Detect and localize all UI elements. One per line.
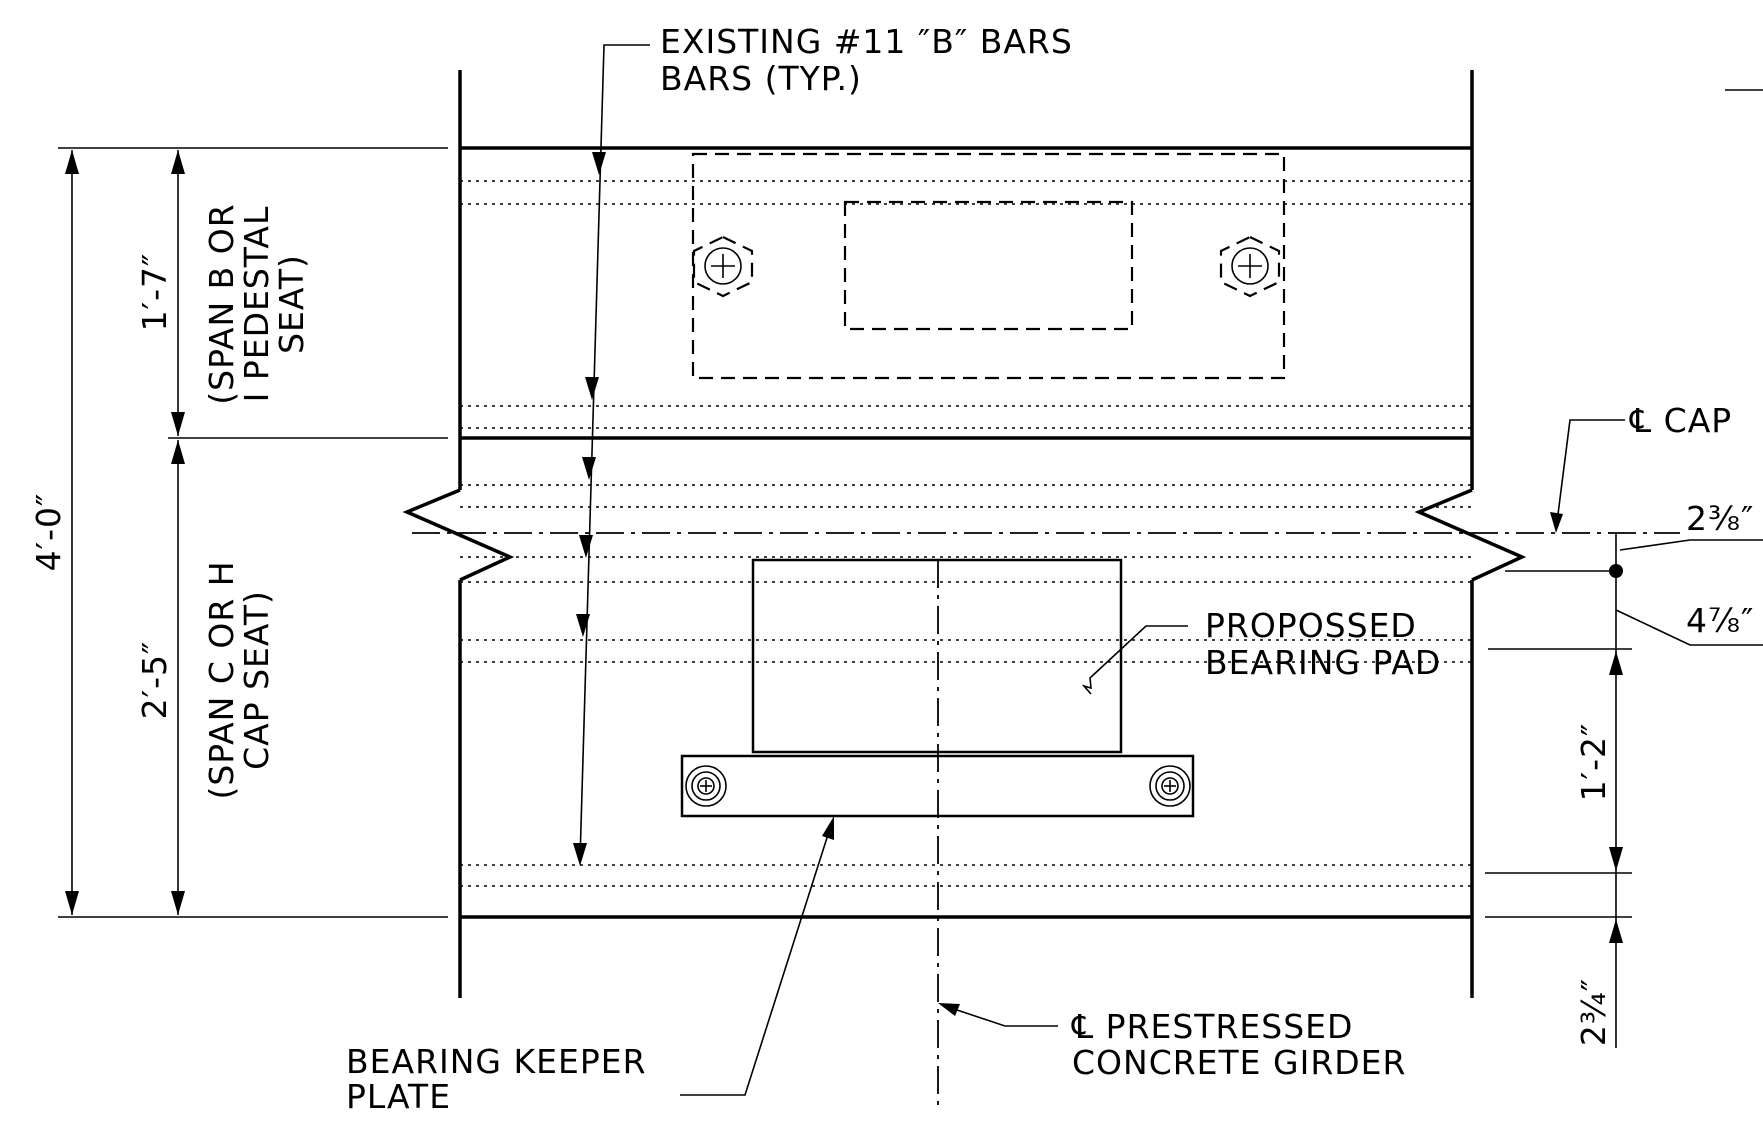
cl-cap-label: ℄ CAP [1629,401,1732,440]
dim-upper-seat-note-line2: I PEDESTAL [237,206,276,403]
dim-overall-height: 4′-0″ [29,493,68,572]
keeper-plate-label-line2: PLATE [346,1077,451,1116]
proposed-pad-label-line1: PROPOSSED [1205,606,1417,645]
left-dimensions [58,147,448,918]
hex-bolt-icon [692,235,754,298]
dim-lower-seat: 2′-5″ [135,641,174,720]
bolt-icon [1149,765,1191,807]
dim-upper-seat-note-line1: (SPAN B OR [202,203,241,404]
existing-bars-leader [573,44,650,866]
keeper-plate-label-line1: BEARING KEEPER [346,1042,647,1081]
cl-girder-label-line2: CONCRETE GIRDER [1072,1043,1406,1082]
rebar-lines [460,180,1472,887]
hex-bolt-icon [1219,235,1281,298]
proposed-pad-label-line2: BEARING PAD [1205,643,1441,682]
dim-cap-offset: 2⅜″ [1686,499,1754,538]
dim-upper-seat: 1′-7″ [135,253,174,332]
dim-pad-offset: 4⅞″ [1686,601,1754,640]
dim-lower-seat-note-line1: (SPAN C OR H [202,560,241,799]
cl-cap-leader [1550,419,1625,533]
dim-lower-seat-note-line2: CAP SEAT) [237,590,276,770]
dim-bottom-offset: 2¾″ [1574,978,1613,1046]
dim-upper-seat-note-line3: SEAT) [272,254,311,354]
bolt-icon [685,765,727,807]
dim-pad-height: 1′-2″ [1574,723,1613,802]
upper-seat-plate [691,152,1286,380]
existing-bars-label-line2: BARS (TYP.) [660,59,862,98]
existing-bars-label-line1: EXISTING #11 ″B″ BARS [660,22,1073,61]
right-dimensions [1485,89,1763,1048]
break-lines [402,488,1527,582]
cl-girder-label-line1: ℄ PRESTRESSED [1071,1007,1353,1046]
bearing-pad [751,558,1123,754]
keeper-plate-leader [680,816,834,1096]
cap-outline [458,70,1474,998]
cl-girder-leader [938,1003,1058,1027]
proposed-pad-leader [1081,625,1188,695]
